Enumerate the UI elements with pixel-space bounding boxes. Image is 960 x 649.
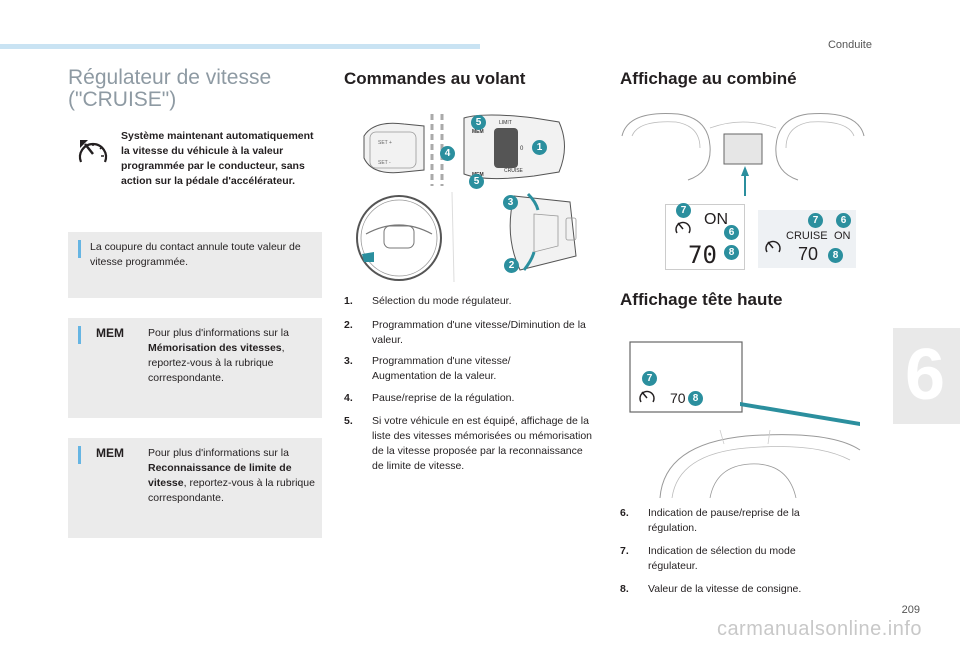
hud-speed-value: 70: [670, 390, 686, 406]
callout-badge: 8: [724, 245, 739, 260]
callout-badge: 7: [676, 203, 691, 218]
fig-label: SET -: [378, 160, 391, 166]
list-item-text: Programmation d'une vitesse/Diminution d…: [372, 319, 586, 346]
note-reconnaissance: MEM Pour plus d'informations sur la Reco…: [68, 438, 322, 538]
speedometer-icon: [76, 136, 110, 170]
steering-controls-figure: SET + SET - MEM MEM LIMIT CRUISE 0 5 4 1…: [344, 106, 594, 283]
list-item-text: Programmation d'une vitesse/ Augmentatio…: [372, 355, 511, 382]
list-item-text: Sélection du mode régulateur.: [372, 295, 512, 307]
note-contact-text: La coupure du contact annule toute valeu…: [90, 241, 301, 268]
list-item-number: 6.: [620, 507, 629, 519]
page-title-line2: ("CRUISE"): [68, 88, 177, 111]
intro-text: Système maintenant automatiquement la vi…: [121, 130, 314, 187]
list-item-text: Pause/reprise de la régulation.: [372, 392, 515, 404]
callout-badge: 7: [642, 371, 657, 386]
callout-badge: 8: [828, 248, 843, 263]
section-title: Conduite: [827, 39, 872, 51]
page-title-line1: Régulateur de vitesse: [68, 66, 272, 89]
info-bar-icon: [78, 240, 81, 258]
chapter-tab: [893, 328, 960, 424]
callout-badge: 6: [724, 225, 739, 240]
section-heading-combine: Affichage au combiné: [620, 69, 797, 88]
callout-badge: 5: [471, 115, 486, 130]
list-item-text: Valeur de la vitesse de consigne.: [648, 583, 802, 595]
speed-value: 70: [688, 241, 717, 269]
callout-badge: 7: [808, 213, 823, 228]
speed-value: 70: [798, 244, 819, 264]
list-item-number: 2.: [344, 319, 353, 331]
list-item-number: 7.: [620, 545, 629, 557]
callout-badge: 6: [836, 213, 851, 228]
cruise-label: CRUISE: [786, 230, 828, 242]
note-text-bold: Mémorisation des vitesses: [148, 342, 282, 354]
note-text-part: , reportez-vous à la rubrique correspond…: [148, 477, 315, 504]
list-item-text: Indication de sélection du mode régulate…: [648, 545, 796, 572]
speedometer-icon: [638, 388, 656, 406]
callout-badge: 8: [688, 391, 703, 406]
list-item-number: 1.: [344, 295, 353, 307]
fig-label: CRUISE: [504, 168, 524, 174]
speedometer-icon: [674, 219, 692, 237]
mem-label: MEM: [96, 326, 124, 340]
list-item-number: 3.: [344, 355, 353, 367]
callout-badge: 2: [504, 258, 519, 273]
note-text-part: , reportez-vous à la rubrique correspond…: [148, 342, 285, 384]
fig-label: 0: [520, 146, 524, 152]
cluster-display-cruise: CRUISE ON 70 7 6 8: [758, 210, 856, 268]
note-reconnaissance-text: Pour plus d'informations sur la Reconnai…: [148, 446, 316, 506]
list-item-text: Indication de pause/reprise de la régula…: [648, 507, 800, 534]
note-memorisation-text: Pour plus d'informations sur la Mémorisa…: [148, 326, 316, 386]
note-contact: La coupure du contact annule toute valeu…: [68, 232, 322, 298]
page-title: Régulateur de vitesse ("CRUISE"): [68, 67, 318, 111]
cruise-on-label: ON: [704, 211, 728, 228]
cruise-on-label: ON: [834, 230, 851, 242]
info-bar-icon: [78, 326, 81, 344]
list-item-number: 4.: [344, 392, 353, 404]
note-text-part: Pour plus d'informations sur la: [148, 327, 289, 339]
fig-label: LIMIT: [499, 120, 512, 126]
info-bar-icon: [78, 446, 81, 464]
top-accent-bar: [0, 44, 480, 49]
watermark: carmanualsonline.info: [716, 618, 922, 640]
list-item-text: Si votre véhicule en est équipé, afficha…: [372, 415, 592, 472]
chapter-number: 6: [904, 335, 946, 415]
pointer-arrow: [741, 166, 749, 196]
fig-label: SET +: [378, 140, 392, 146]
callout-badge: 3: [503, 195, 518, 210]
section-heading-commandes: Commandes au volant: [344, 69, 526, 88]
cluster-display-on: ON 70 7 6 8: [665, 203, 745, 270]
callout-badge: 5: [469, 174, 484, 189]
list-item-number: 8.: [620, 583, 629, 595]
page-number: 209: [901, 604, 920, 616]
list-item-number: 5.: [344, 415, 353, 427]
callout-badge: 4: [440, 146, 455, 161]
affichage-list: 6. Indication de pause/reprise de la rég…: [620, 506, 840, 606]
callout-badge: 1: [532, 140, 547, 155]
note-text-bold: Reconnaissance de limite de vitesse: [148, 462, 292, 489]
speedometer-icon: [764, 238, 782, 256]
note-text-part: Pour plus d'informations sur la: [148, 447, 289, 459]
commandes-list: 1. Sélection du mode régulateur. 2. Prog…: [344, 294, 596, 484]
hud-figure: 70 7 8: [620, 326, 874, 499]
mem-label: MEM: [96, 446, 124, 460]
fig-label: MEM: [472, 129, 484, 135]
note-memorisation: MEM Pour plus d'informations sur la Mémo…: [68, 318, 322, 418]
section-heading-hud: Affichage tête haute: [620, 290, 783, 309]
